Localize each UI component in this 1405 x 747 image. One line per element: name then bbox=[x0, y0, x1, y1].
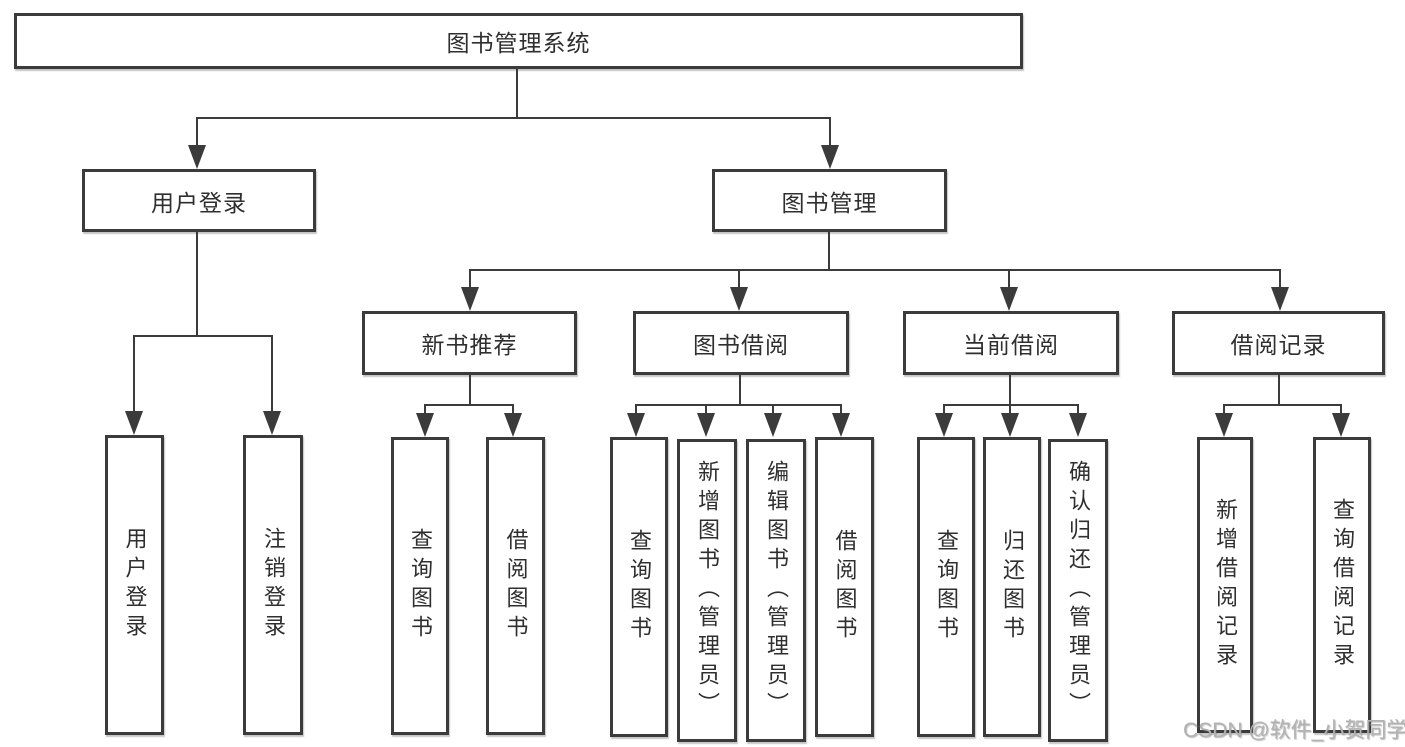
arrowhead-recommend-query bbox=[416, 413, 434, 437]
connector-borrow-add-drop bbox=[705, 404, 707, 416]
leaf-return-books-label: 归还图书 bbox=[1000, 529, 1025, 645]
node-book-borrow: 图书借阅 bbox=[633, 311, 849, 375]
leaf-add-borrow-record-label: 新增借阅记录 bbox=[1213, 498, 1238, 672]
node-library-management-system-label: 图书管理系统 bbox=[446, 30, 591, 56]
node-library-management-system: 图书管理系统 bbox=[14, 13, 1023, 69]
connector-book-management-drop bbox=[829, 117, 831, 150]
connector-current-borrow-drop bbox=[1008, 269, 1010, 292]
arrowhead-borrow-query bbox=[627, 413, 645, 437]
connector-book-borrow-drop bbox=[738, 269, 740, 292]
connector-root-rail bbox=[196, 117, 831, 119]
leaf-add-borrow-record: 新增借阅记录 bbox=[1197, 437, 1253, 733]
leaf-logout: 注销登录 bbox=[243, 435, 303, 735]
leaf-borrow-books: 借阅图书 bbox=[815, 437, 874, 737]
leaf-query-borrow-record-label: 查询借阅记录 bbox=[1330, 498, 1355, 672]
connector-current-confirm-drop bbox=[1077, 404, 1079, 416]
arrowhead-book-borrow bbox=[730, 287, 748, 311]
arrowhead-current-return bbox=[1001, 413, 1019, 437]
connector-root-stem bbox=[516, 69, 518, 118]
leaf-user-login-label: 用户登录 bbox=[122, 527, 148, 643]
connector-current-rail bbox=[943, 404, 1079, 406]
connector-borrow-borrow-drop bbox=[840, 404, 842, 416]
node-book-management: 图书管理 bbox=[712, 169, 947, 232]
node-borrow-records: 借阅记录 bbox=[1172, 311, 1385, 375]
connector-borrow-edit-drop bbox=[772, 404, 774, 416]
arrowhead-borrow-edit bbox=[764, 413, 782, 437]
leaf-user-login: 用户登录 bbox=[105, 435, 164, 735]
connector-borrow-records-drop bbox=[1279, 269, 1281, 292]
leaf-recommend-query-books-label: 查询图书 bbox=[408, 528, 433, 644]
csdn-watermark: CSDN @软件_小贺同学 bbox=[1183, 719, 1405, 742]
connector-recommend-stem bbox=[469, 375, 471, 406]
node-user-login-label: 用户登录 bbox=[151, 189, 247, 216]
leaf-return-books: 归还图书 bbox=[983, 437, 1041, 737]
arrowhead-borrow-records bbox=[1271, 287, 1289, 311]
leaf-borrow-query-books-label: 查询图书 bbox=[627, 529, 652, 645]
arrowhead-book-management bbox=[821, 145, 839, 169]
node-new-book-recommend-label: 新书推荐 bbox=[421, 332, 518, 358]
leaf-edit-book-admin: 编辑图书（管理员） bbox=[746, 439, 806, 742]
connector-records-add-drop bbox=[1223, 404, 1225, 416]
arrowhead-current-confirm bbox=[1069, 413, 1087, 437]
connector-recommend-rail bbox=[424, 404, 514, 406]
connector-records-query-drop bbox=[1340, 404, 1342, 416]
leaf-confirm-return-admin-label: 确认归还（管理员） bbox=[1066, 460, 1091, 721]
node-book-borrow-label: 图书借阅 bbox=[693, 332, 789, 358]
node-book-management-label: 图书管理 bbox=[781, 189, 878, 216]
connector-current-stem bbox=[1009, 375, 1011, 406]
leaf-recommend-query-books: 查询图书 bbox=[391, 437, 449, 735]
leaf-edit-book-admin-label: 编辑图书（管理员） bbox=[764, 460, 789, 721]
node-new-book-recommend: 新书推荐 bbox=[362, 311, 577, 375]
arrowhead-borrow-borrow bbox=[832, 413, 850, 437]
leaf-confirm-return-admin: 确认归还（管理员） bbox=[1048, 439, 1108, 742]
arrowhead-login bbox=[125, 411, 143, 435]
connector-records-rail bbox=[1223, 404, 1342, 406]
arrowhead-current-query bbox=[935, 413, 953, 437]
node-borrow-records-label: 借阅记录 bbox=[1230, 332, 1327, 358]
connector-logout-drop bbox=[271, 335, 273, 413]
connector-recommend-borrow-drop bbox=[512, 404, 514, 416]
connector-user-login-drop bbox=[196, 117, 198, 150]
connector-borrow-stem bbox=[739, 375, 741, 406]
arrowhead-logout bbox=[263, 411, 281, 435]
arrowhead-records-add bbox=[1215, 413, 1233, 437]
leaf-recommend-borrow-books-label: 借阅图书 bbox=[503, 528, 529, 644]
connector-current-return-drop bbox=[1009, 404, 1011, 416]
connector-current-query-drop bbox=[943, 404, 945, 416]
leaf-add-book-admin: 新增图书（管理员） bbox=[677, 439, 737, 742]
node-user-login: 用户登录 bbox=[82, 169, 316, 232]
leaf-current-query-books: 查询图书 bbox=[917, 437, 975, 737]
arrowhead-current-borrow bbox=[1000, 287, 1018, 311]
arrowhead-records-query bbox=[1332, 413, 1350, 437]
arrowhead-user-login bbox=[188, 145, 206, 169]
leaf-query-borrow-record: 查询借阅记录 bbox=[1313, 437, 1371, 733]
connector-recommend-query-drop bbox=[424, 404, 426, 416]
connector-borrow-query-drop bbox=[635, 404, 637, 416]
arrowhead-borrow-add bbox=[697, 413, 715, 437]
connector-user-login-rail bbox=[134, 335, 273, 337]
connector-borrow-rail bbox=[635, 404, 842, 406]
connector-user-login-stem bbox=[196, 232, 198, 336]
leaf-recommend-borrow-books: 借阅图书 bbox=[486, 437, 545, 735]
connector-book-management-stem bbox=[828, 232, 830, 270]
node-current-borrow-label: 当前借阅 bbox=[963, 332, 1059, 358]
connector-login-drop bbox=[133, 335, 135, 413]
leaf-add-book-admin-label: 新增图书（管理员） bbox=[695, 460, 720, 721]
leaf-logout-label: 注销登录 bbox=[261, 527, 286, 643]
leaf-borrow-books-label: 借阅图书 bbox=[832, 529, 858, 645]
leaf-borrow-query-books: 查询图书 bbox=[610, 437, 668, 737]
connector-new-book-drop bbox=[469, 269, 471, 292]
connector-book-management-rail bbox=[469, 269, 1281, 271]
leaf-current-query-books-label: 查询图书 bbox=[934, 529, 959, 645]
node-current-borrow: 当前借阅 bbox=[903, 311, 1119, 375]
arrowhead-recommend-borrow bbox=[504, 413, 522, 437]
connector-records-stem bbox=[1278, 375, 1280, 406]
arrowhead-new-book-recommend bbox=[461, 287, 479, 311]
